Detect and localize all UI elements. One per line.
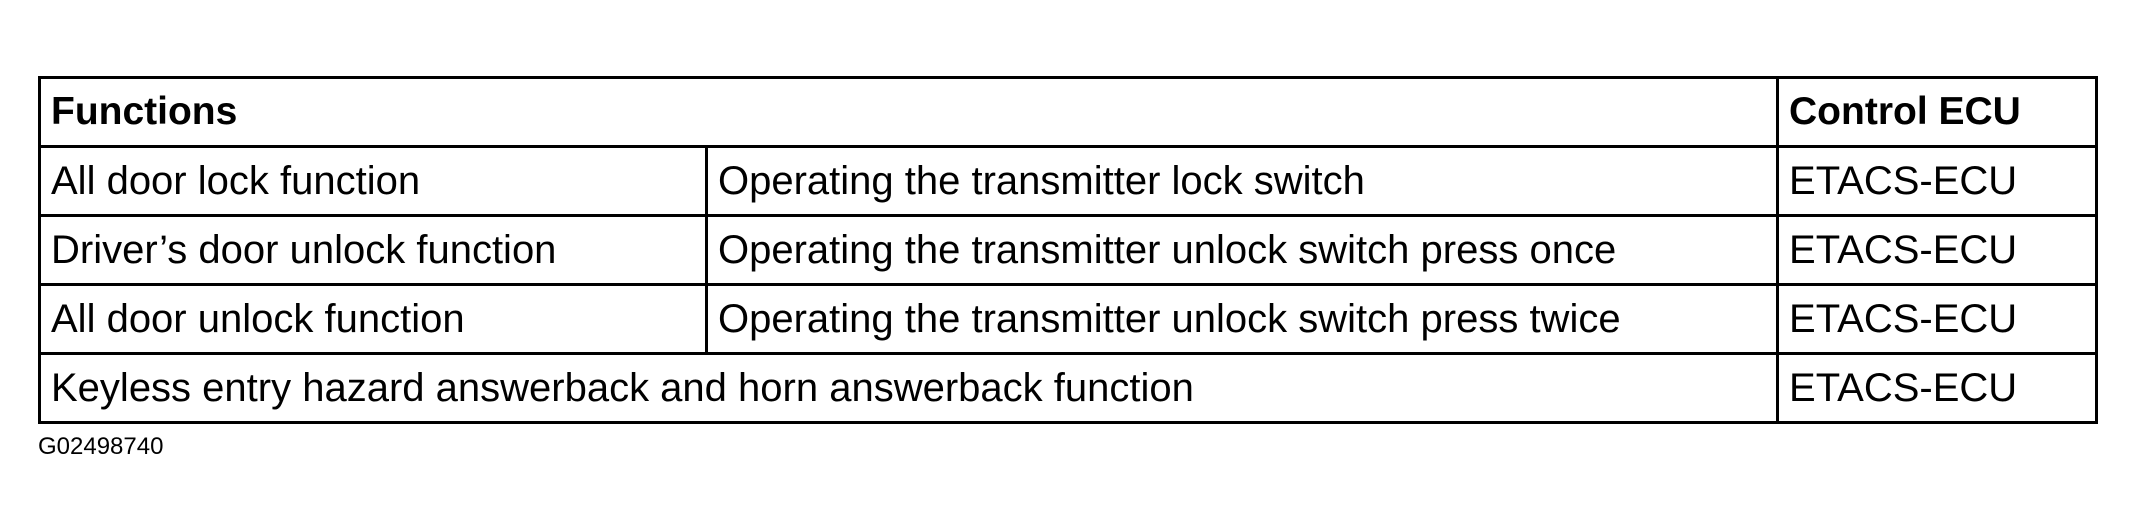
cell-function-wide: Keyless entry hazard answerback and horn…: [37, 352, 1780, 424]
table-row: Driver’s door unlock function Operating …: [38, 214, 2099, 286]
table-header-row: Functions Control ECU: [37, 76, 2099, 148]
cell-operation: Operating the transmitter lock switch: [704, 145, 1780, 217]
table-row: Keyless entry hazard answerback and horn…: [37, 352, 2099, 424]
cell-ecu: ETACS-ECU: [1776, 214, 2099, 286]
cell-ecu: ETACS-ECU: [1776, 145, 2099, 217]
figure-id: G02498740: [38, 433, 164, 460]
header-functions: Functions: [37, 76, 1780, 148]
table-row: All door lock function Operating the tra…: [38, 145, 2099, 217]
cell-ecu: ETACS-ECU: [1776, 283, 2099, 355]
cell-function: All door unlock function: [38, 283, 708, 355]
table-row: All door unlock function Operating the t…: [38, 283, 2099, 355]
cell-operation: Operating the transmitter unlock switch …: [704, 283, 1780, 355]
cell-function: All door lock function: [38, 145, 708, 217]
cell-function: Driver’s door unlock function: [38, 214, 708, 286]
functions-table: Functions Control ECU All door lock func…: [37, 76, 2099, 424]
cell-ecu: ETACS-ECU: [1776, 352, 2099, 424]
header-control-ecu: Control ECU: [1776, 76, 2099, 148]
cell-operation: Operating the transmitter unlock switch …: [704, 214, 1780, 286]
